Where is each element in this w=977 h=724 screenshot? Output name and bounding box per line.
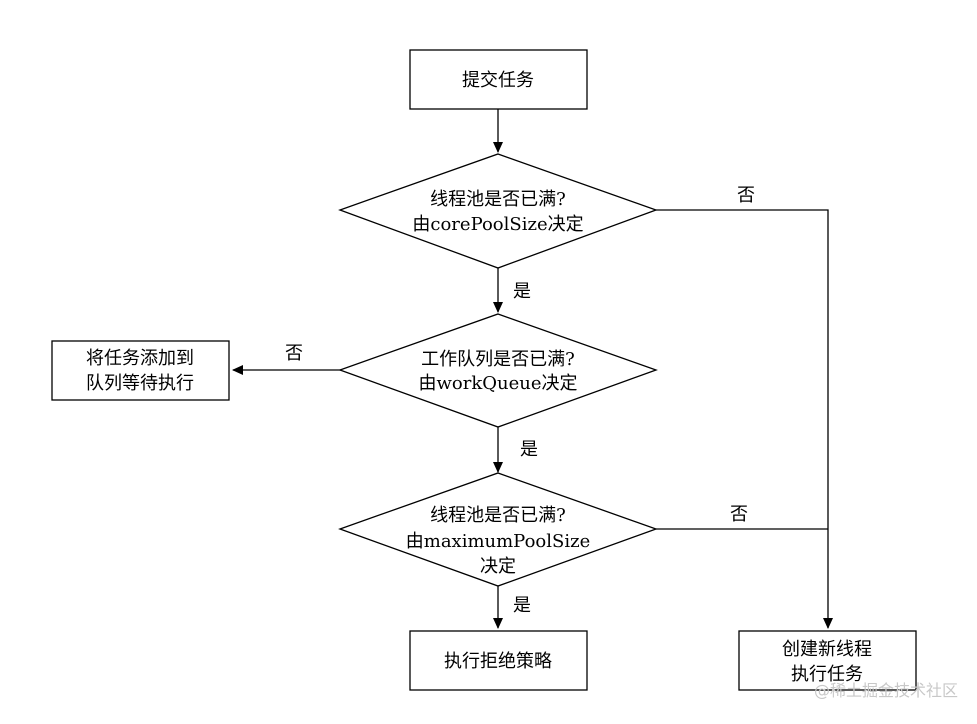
node-queue-check-line-1: 工作队列是否已满? bbox=[421, 349, 575, 370]
edge-label-max-no: 否 bbox=[730, 504, 748, 525]
edge-label-core-no: 否 bbox=[737, 185, 755, 206]
edge-core-no bbox=[656, 209, 833, 629]
node-core-check-diamond bbox=[338, 153, 658, 269]
edge-label-core-yes: 是 bbox=[513, 281, 531, 302]
node-max-check-diamond bbox=[338, 472, 658, 587]
node-enqueue-line-2: 队列等待执行 bbox=[86, 373, 194, 394]
edge-label-queue-yes: 是 bbox=[520, 439, 538, 460]
node-submit-label: 提交任务 bbox=[462, 70, 534, 91]
edge-label-max-yes: 是 bbox=[513, 595, 531, 616]
node-core-check-line-1: 线程池是否已满? bbox=[430, 189, 566, 210]
node-queue-check-diamond bbox=[338, 313, 658, 428]
edge-label-queue-no: 否 bbox=[285, 343, 303, 364]
watermark: @稀土掘金技术社区 bbox=[814, 681, 958, 700]
node-enqueue-box bbox=[51, 340, 230, 401]
node-submit-box bbox=[409, 49, 588, 110]
node-reject-label: 执行拒绝策略 bbox=[444, 651, 552, 672]
node-max-check-line-2: 由maximumPoolSize bbox=[406, 531, 590, 552]
node-queue-check-line-2: 由workQueue决定 bbox=[418, 373, 577, 394]
node-core-check-line-2: 由corePoolSize决定 bbox=[412, 214, 583, 235]
node-create-thread-line-1: 创建新线程 bbox=[782, 639, 872, 660]
node-create-thread-box bbox=[738, 630, 917, 691]
node-reject-box bbox=[409, 630, 588, 691]
node-max-check-line-3: 决定 bbox=[480, 556, 516, 577]
node-max-check-line-1: 线程池是否已满? bbox=[430, 505, 566, 526]
node-enqueue-line-1: 将任务添加到 bbox=[86, 348, 194, 369]
node-create-thread-line-2: 执行任务 bbox=[791, 664, 863, 685]
